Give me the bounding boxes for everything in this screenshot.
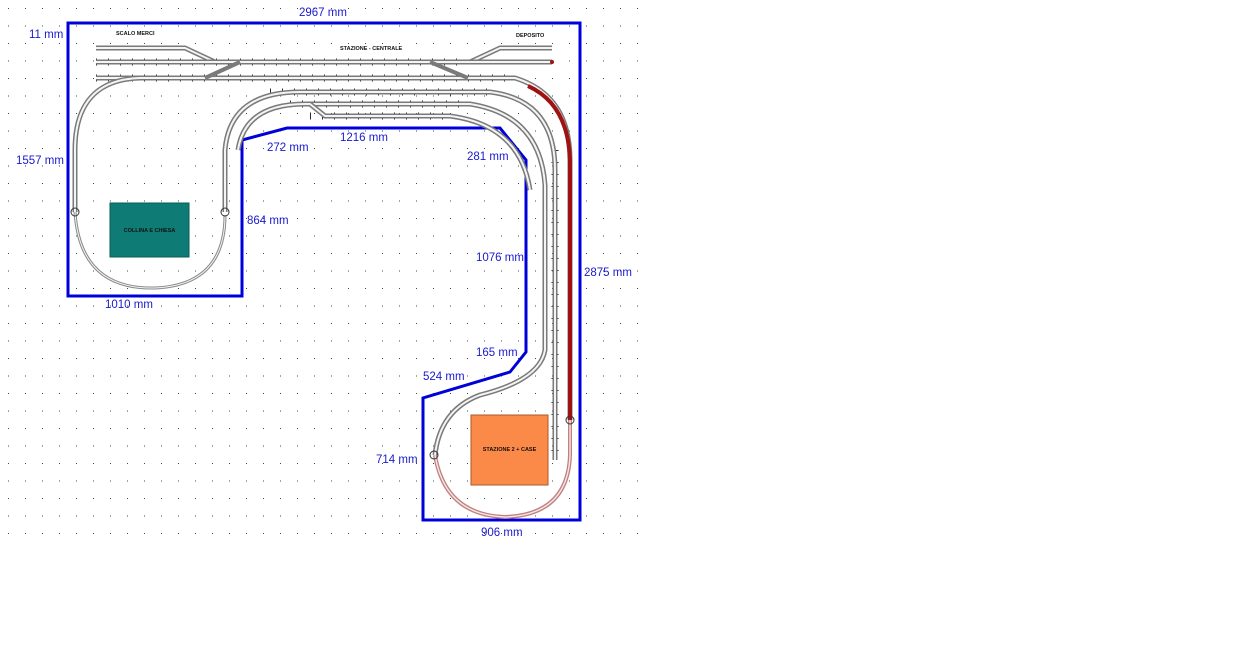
left-loop-rail xyxy=(74,77,170,212)
freight-yard-label: SCALO MERCI xyxy=(116,31,155,37)
bottom-loop-rail xyxy=(434,420,571,518)
depot-track-rail xyxy=(440,47,552,63)
yard-crossover xyxy=(204,60,241,80)
dim-inner-top: 1216 mm xyxy=(340,132,388,144)
dim-inner-lower: 165 mm xyxy=(476,347,518,359)
hill-church-label: COLLINA E CHIESA xyxy=(124,228,176,234)
board-outline xyxy=(66,21,582,522)
dim-inner-diag-right: 281 mm xyxy=(467,151,509,163)
yard-track-scalo-rail xyxy=(96,47,216,63)
dim-top-left-offset: 11 mm xyxy=(29,29,63,41)
red-section xyxy=(527,84,572,420)
central-station-label: STAZIONE - CENTRALE xyxy=(340,46,403,52)
buffer-stop-bottom xyxy=(429,450,439,460)
hill-church-block xyxy=(109,202,190,258)
dim-right-height: 2875 mm xyxy=(584,267,632,279)
buffer-stop-depot xyxy=(550,60,554,64)
buffer-stop-red xyxy=(565,415,575,425)
dim-inner-bottom-diag: 524 mm xyxy=(423,371,465,383)
station-houses-label: STAZIONE 2 + CASE xyxy=(483,447,537,453)
dim-bottom-left-width: 1010 mm xyxy=(105,299,153,311)
buffer-stop-left-loop xyxy=(70,207,80,217)
depot-label: DEPOSITO xyxy=(516,33,545,39)
left-loop-bottom-rail xyxy=(74,211,226,289)
dim-top-width: 2967 mm xyxy=(299,7,347,19)
inner-track-3-rail xyxy=(309,103,531,191)
buffer-stop-inner xyxy=(220,207,230,217)
depot-track-2 xyxy=(429,60,469,80)
inner-track-1-rail xyxy=(224,91,556,460)
track-plan xyxy=(70,45,575,520)
dim-inner-right-height: 1076 mm xyxy=(476,252,524,264)
dim-left-height: 1557 mm xyxy=(16,155,64,167)
dim-bottom-right-width: 906 mm xyxy=(481,527,523,539)
dim-inner-diag-left: 272 mm xyxy=(267,142,309,154)
dim-inner-left-height: 864 mm xyxy=(247,215,289,227)
dim-bottom-right-inner-height: 714 mm xyxy=(376,454,418,466)
inner-track-2-rail xyxy=(237,103,546,456)
station-houses-block xyxy=(470,414,549,486)
